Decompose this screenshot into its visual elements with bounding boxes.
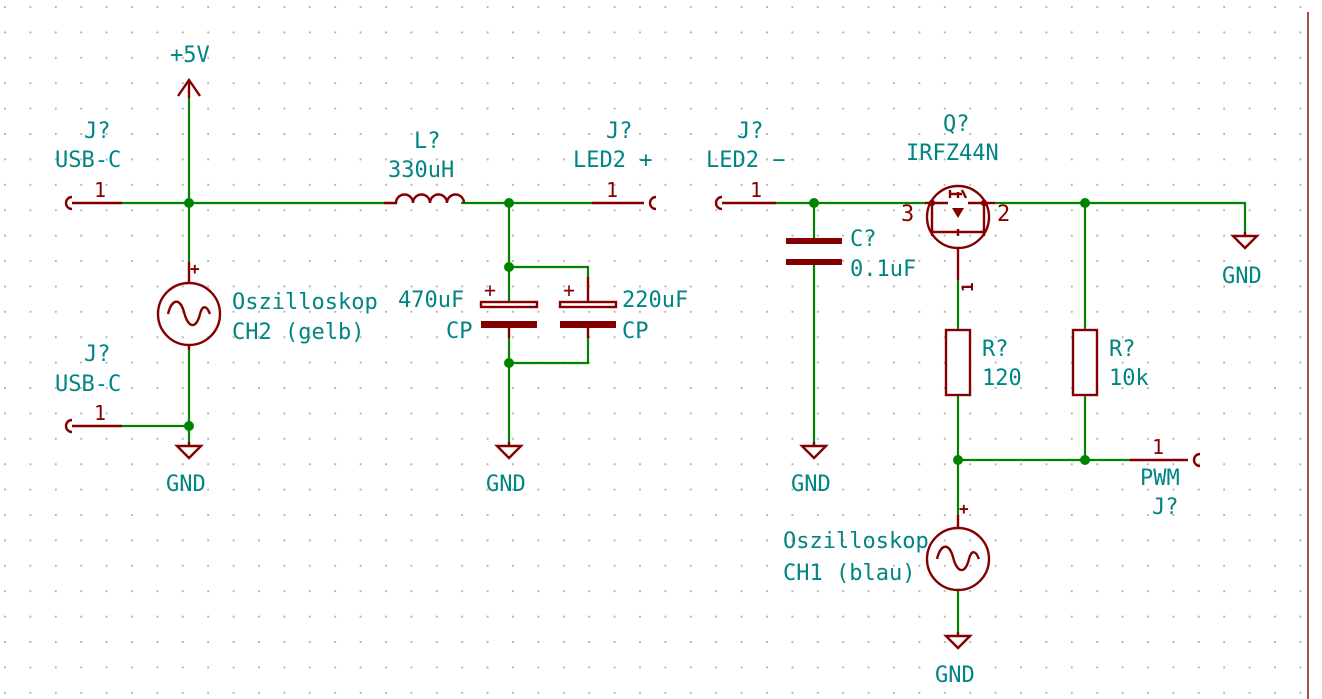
connector-value: USB-C xyxy=(55,372,121,397)
pin-number: 1 xyxy=(94,178,106,202)
mosfet-irfz44n[interactable]: Q? IRFZ44N 3 2 1 xyxy=(901,112,1010,292)
connector-value: USB-C xyxy=(55,148,121,173)
junction-dot xyxy=(184,198,194,208)
gnd-symbol[interactable]: GND xyxy=(791,442,831,497)
mosfet-value: IRFZ44N xyxy=(906,141,999,166)
cap-value: 220uF xyxy=(622,288,688,313)
connector-usb-bottom[interactable]: 1 J? USB-C xyxy=(55,342,122,434)
scope-name: Oszilloskop xyxy=(232,290,378,315)
pin-number: 1 xyxy=(1152,435,1164,459)
cap-plus-sign: + xyxy=(484,278,496,302)
oscilloscope-ch2[interactable]: + Oszilloskop CH2 (gelb) xyxy=(156,259,378,350)
connector-ref: J? xyxy=(84,119,111,144)
mosfet-pin-left: 3 xyxy=(901,202,914,227)
cap-value: 470uF xyxy=(398,288,464,313)
scope-name: Oszilloskop xyxy=(783,529,929,554)
gnd-symbol[interactable]: GND xyxy=(935,632,975,688)
connector-ref: J? xyxy=(606,119,633,144)
connector-led-minus[interactable]: 1 J? LED2 − xyxy=(706,119,785,211)
connector-value: PWM xyxy=(1140,466,1180,491)
junction-dot xyxy=(1080,455,1090,465)
mosfet-ref: Q? xyxy=(943,112,970,137)
junction-dot xyxy=(504,198,514,208)
junction-dot xyxy=(953,455,963,465)
scope-channel: CH2 (gelb) xyxy=(232,320,364,345)
connector-ref: J? xyxy=(84,342,111,367)
capacitor-470uf[interactable]: + 470uF CP xyxy=(398,278,539,344)
power-5v-label: +5V xyxy=(170,43,210,68)
power-5v-symbol[interactable]: +5V xyxy=(170,43,210,98)
pin-number: 1 xyxy=(750,178,762,202)
junction-dot xyxy=(504,358,514,368)
pin-number: 1 xyxy=(606,178,618,202)
oscilloscope-ch1[interactable]: + Oszilloskop CH1 (blau) xyxy=(783,499,991,592)
wires xyxy=(120,96,1247,634)
junction-dot xyxy=(1080,198,1090,208)
cap-ref: CP xyxy=(622,319,649,344)
gnd-symbol[interactable]: GND xyxy=(166,442,206,497)
resistor-value: 10k xyxy=(1109,366,1149,391)
gnd-label: GND xyxy=(1222,264,1262,289)
gnd-label: GND xyxy=(935,663,975,688)
capacitor-220uf[interactable]: + 220uF CP xyxy=(558,277,688,344)
gnd-label: GND xyxy=(166,472,206,497)
cap-plus-sign: + xyxy=(563,278,575,302)
gnd-label: GND xyxy=(791,472,831,497)
resistor-ref: R? xyxy=(1109,337,1136,362)
scope-plus-sign: + xyxy=(959,499,969,518)
capacitor-0.1uf[interactable]: C? 0.1uF xyxy=(786,227,916,282)
connector-value: LED2 − xyxy=(706,148,785,173)
connector-value: LED2 + xyxy=(573,148,652,173)
connector-ref: J? xyxy=(1152,495,1179,520)
cap-ref: C? xyxy=(850,227,877,252)
connector-led-plus[interactable]: 1 J? LED2 + xyxy=(573,119,657,211)
cap-value: 0.1uF xyxy=(850,257,916,282)
inductor-value: 330uH xyxy=(388,158,454,183)
mosfet-pin-bottom: 1 xyxy=(958,282,977,292)
connector-usb-top[interactable]: 1 J? USB-C xyxy=(55,119,122,211)
gnd-label: GND xyxy=(486,472,526,497)
junction-dot xyxy=(504,262,514,272)
junction-dot xyxy=(184,421,194,431)
gnd-symbol[interactable]: GND xyxy=(486,442,526,497)
inductor-ref: L? xyxy=(414,129,441,154)
gnd-symbol[interactable]: GND xyxy=(1222,232,1262,289)
junction-dot xyxy=(809,198,819,208)
scope-channel: CH1 (blau) xyxy=(783,561,915,586)
resistor-value: 120 xyxy=(982,366,1022,391)
junctions xyxy=(184,198,1090,465)
connector-ref: J? xyxy=(737,119,764,144)
inductor-330uh[interactable]: L? 330uH xyxy=(384,129,466,205)
cap-ref: CP xyxy=(446,319,473,344)
resistor-10k[interactable]: R? 10k xyxy=(1071,328,1149,397)
scope-plus-sign: + xyxy=(190,259,200,278)
mosfet-pin-right: 2 xyxy=(997,202,1010,227)
pin-number: 1 xyxy=(94,401,106,425)
resistor-120[interactable]: R? 120 xyxy=(944,328,1022,397)
resistor-ref: R? xyxy=(982,337,1009,362)
connector-pwm[interactable]: 1 PWM J? xyxy=(1130,435,1201,520)
